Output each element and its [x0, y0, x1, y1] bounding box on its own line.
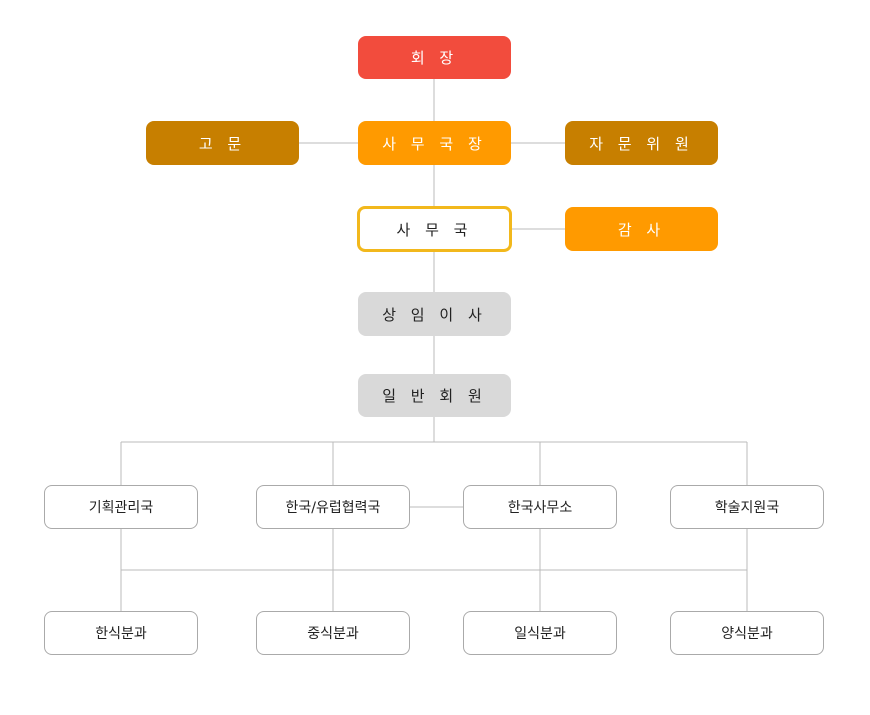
division-node: 일식분과 — [463, 611, 617, 655]
division-node: 양식분과 — [670, 611, 824, 655]
standing-directors-node: 상 임 이 사 — [358, 292, 511, 336]
general-members-node: 일 반 회 원 — [358, 374, 511, 417]
department-node: 학술지원국 — [670, 485, 824, 529]
secretary-general-node: 사 무 국 장 — [358, 121, 511, 165]
advisory-committee-node: 자 문 위 원 — [565, 121, 718, 165]
division-node: 한식분과 — [44, 611, 198, 655]
auditor-node: 감 사 — [565, 207, 718, 251]
advisor-node: 고 문 — [146, 121, 299, 165]
president-node: 회 장 — [358, 36, 511, 79]
department-node: 기획관리국 — [44, 485, 198, 529]
department-node: 한국사무소 — [463, 485, 617, 529]
department-node: 한국/유럽협력국 — [256, 485, 410, 529]
division-node: 중식분과 — [256, 611, 410, 655]
secretariat-node: 사 무 국 — [357, 206, 512, 252]
